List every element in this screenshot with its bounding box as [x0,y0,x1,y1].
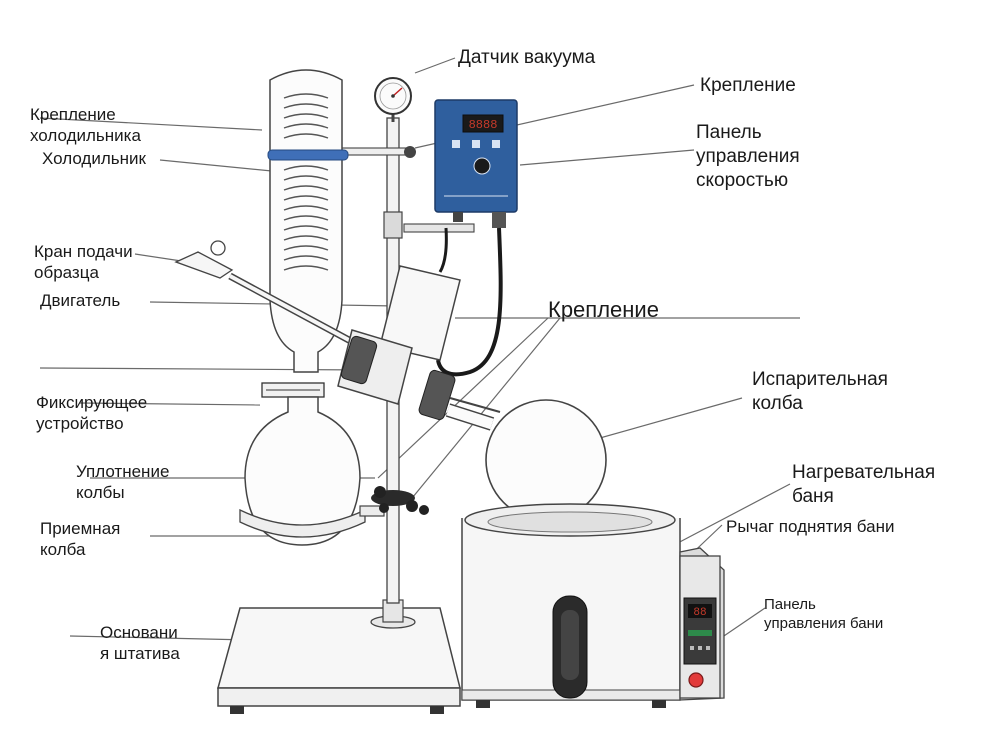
leader-mount-middle [407,317,561,504]
leader-stand-base [69,635,251,641]
label-stand-base: Основани я штатива [100,623,180,664]
leader-condenser-mount [39,117,263,131]
label-evap-flask: Испарительная колба [752,369,888,414]
label-condenser-mount: Крепление холодильника [30,105,141,146]
label-mount-top: Крепление [700,75,796,96]
leader-vacuum-sensor [414,57,456,74]
label-heating-bath: Нагревательная баня [792,462,936,507]
label-flask-seal: Уплотнение колбы [76,462,170,503]
heating-bath-shape [461,503,681,708]
receiving-flask-shape [239,396,385,546]
leader-condenser [159,159,283,173]
label-vacuum-sensor: Датчик вакуума [458,47,596,68]
label-sample-valve: Кран подачи образца [34,242,133,283]
stand-clamp [371,486,429,515]
label-condenser: Холодильник [42,149,146,168]
leader-clamp-device-a [39,367,371,371]
label-mount-middle: Крепление [548,297,659,322]
signal-cable [438,227,448,273]
speed-display: 8888 [469,118,498,132]
label-clamp-device: Фиксирующее устройство [36,393,148,434]
sample-valve-shape [174,240,362,350]
stand-base [217,599,461,714]
leader-evap-flask [574,397,743,446]
leader-bath-panel [717,607,766,641]
label-bath-lift-lever: Рычаг поднятия бани [726,517,895,536]
label-receiving-flask: Приемная колба [40,519,121,560]
speed-control-box: 8888 [403,99,518,233]
label-speed-panel: Панель управления скоростью [696,122,800,191]
bath-control-unit: 88 [679,547,725,701]
power-cable [436,227,503,377]
leader-speed-panel [519,149,695,166]
motor-shape [337,265,501,421]
vacuum-gauge [374,77,412,122]
label-motor: Двигатель [40,291,121,310]
leader-flask-seal [377,317,549,479]
bath-display: 88 [693,607,706,619]
evaporating-flask-shape [445,399,607,521]
condenser-glass [267,69,349,373]
clamp-device-shape [261,382,325,398]
leader-clamp-device-b [79,402,261,406]
label-bath-panel: Панель управления бани [764,596,884,632]
